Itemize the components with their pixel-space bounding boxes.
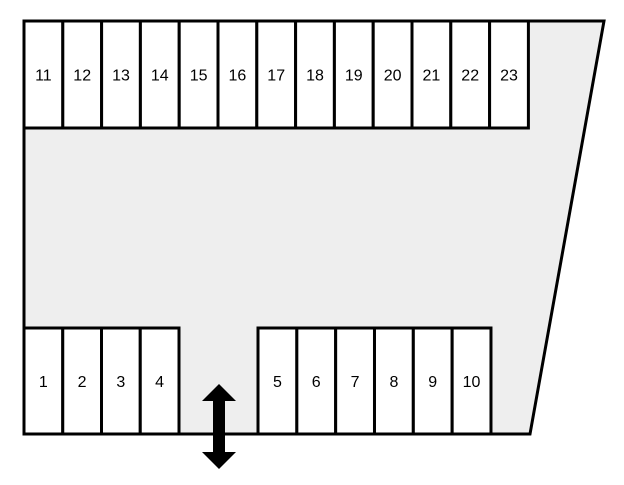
parking-space: 5	[256, 326, 299, 436]
parking-space: 23	[488, 19, 530, 130]
parking-space: 7	[334, 326, 376, 436]
parking-space: 20	[371, 19, 414, 130]
parking-space: 3	[100, 326, 142, 436]
parking-space-number: 6	[312, 374, 321, 391]
parking-space: 12	[61, 19, 104, 130]
parking-space-number: 9	[428, 374, 437, 391]
parking-space: 13	[100, 19, 142, 130]
parking-space-number: 2	[78, 374, 87, 391]
entrance-arrow-icon	[202, 384, 236, 469]
parking-space-number: 15	[190, 68, 208, 85]
parking-space-box	[334, 326, 376, 436]
parking-space: 6	[295, 326, 338, 436]
parking-space-number: 14	[151, 68, 169, 85]
parking-space: 2	[61, 326, 103, 436]
parking-row-top: 11 12 13 14 15 16 17 18 19 20 21 22 23	[22, 19, 530, 130]
parking-space: 16	[216, 19, 259, 130]
parking-space-number: 16	[229, 68, 247, 85]
parking-space-number: 5	[273, 374, 282, 391]
parking-space-box	[488, 19, 530, 130]
parking-space-box	[372, 326, 415, 436]
parking-space-number: 3	[116, 374, 125, 391]
parking-space-box	[450, 326, 493, 436]
parking-space-number: 11	[35, 68, 52, 85]
parking-space: 22	[449, 19, 492, 130]
parking-space: 9	[411, 326, 454, 436]
parking-space: 15	[177, 19, 220, 130]
parking-space-number: 22	[461, 68, 479, 85]
parking-row-bottom-left: 1 2 3 4	[22, 326, 181, 436]
parking-space-number: 19	[345, 68, 363, 85]
parking-space-box	[22, 326, 65, 436]
parking-space: 8	[372, 326, 415, 436]
parking-space-number: 17	[267, 68, 285, 85]
parking-space: 10	[450, 326, 493, 436]
parking-space: 11	[22, 19, 65, 130]
parking-space-number: 12	[73, 68, 91, 85]
parking-space: 4	[138, 326, 181, 436]
parking-space-box	[449, 19, 492, 130]
parking-space-box	[411, 326, 454, 436]
parking-space-box	[61, 326, 103, 436]
parking-space-number: 8	[389, 374, 398, 391]
parking-space-number: 7	[351, 374, 360, 391]
parking-space-box	[216, 19, 259, 130]
parking-space-number: 10	[463, 374, 481, 391]
parking-space-box	[177, 19, 220, 130]
parking-space: 17	[255, 19, 298, 130]
parking-space-box	[138, 326, 181, 436]
parking-space-number: 20	[384, 68, 402, 85]
parking-space: 21	[410, 19, 453, 130]
parking-space: 18	[294, 19, 336, 130]
parking-space-number: 4	[155, 374, 164, 391]
parking-space-number: 23	[500, 68, 518, 85]
parking-space-number: 1	[39, 374, 48, 391]
parking-space-box	[255, 19, 298, 130]
parking-space-number: 18	[306, 68, 324, 85]
parking-space: 14	[138, 19, 181, 130]
parking-space: 19	[332, 19, 375, 130]
parking-space-number: 13	[112, 68, 130, 85]
parking-space-box	[61, 19, 104, 130]
parking-space: 1	[22, 326, 65, 436]
parking-space-number: 21	[423, 68, 441, 85]
parking-row-bottom-right: 5 6 7 8 9 10	[256, 326, 493, 436]
parking-space-box	[256, 326, 299, 436]
parking-space-box	[138, 19, 181, 130]
